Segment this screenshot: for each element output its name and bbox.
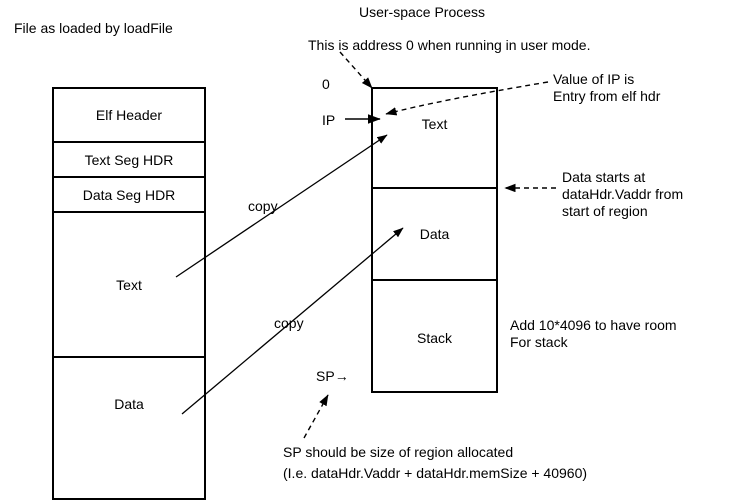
file-segment-label: Text Seg HDR xyxy=(84,151,174,168)
file-segment-label: Data xyxy=(114,396,144,412)
label-sp-register: SP→ xyxy=(316,368,349,385)
annotation-data-start-line1: Data starts at xyxy=(562,169,646,185)
process-segment-data: Data xyxy=(373,187,496,279)
annotation-ip-value-line1: Value of IP is xyxy=(553,71,635,87)
process-memory-box: Text Data Stack xyxy=(371,87,498,393)
label-address-zero: 0 xyxy=(322,76,330,92)
annotation-data-start-line2: dataHdr.Vaddr from xyxy=(562,186,684,202)
file-segment-data: Data xyxy=(54,356,204,500)
sp-text: SP xyxy=(316,368,335,384)
left-diagram-title: File as loaded by loadFile xyxy=(14,20,173,36)
edge-label-copy-text: copy xyxy=(248,198,278,214)
elf-file-box: Elf Header Text Seg HDR Data Seg HDR Tex… xyxy=(52,87,206,500)
process-segment-stack: Stack xyxy=(373,279,496,395)
file-segment-label: Data Seg HDR xyxy=(82,186,176,203)
file-segment-data-seg-hdr: Data Seg HDR xyxy=(54,176,204,211)
right-diagram-title: User-space Process xyxy=(359,4,486,20)
annotation-data-start-line3: start of region xyxy=(562,203,648,219)
file-segment-text: Text xyxy=(54,211,204,356)
process-segment-text: Text xyxy=(373,89,496,187)
annotation-ip-value-line2: Entry from elf hdr xyxy=(553,88,661,104)
file-segment-label: Elf Header xyxy=(95,107,163,123)
annotation-stack-room-line2: For stack xyxy=(510,334,568,350)
annotation-address-zero: This is address 0 when running in user m… xyxy=(308,37,591,53)
process-segment-label: Data xyxy=(419,226,450,242)
process-segment-label: Text xyxy=(421,116,448,132)
arrow-copy-text xyxy=(175,134,388,278)
sp-arrow-glyph: → xyxy=(334,368,349,384)
file-segment-label: Text xyxy=(116,276,142,293)
label-ip-register: IP xyxy=(322,112,336,128)
file-segment-text-seg-hdr: Text Seg HDR xyxy=(54,141,204,176)
annotation-sp-note-line2: (I.e. dataHdr.Vaddr + dataHdr.memSize + … xyxy=(283,465,588,481)
process-segment-label: Stack xyxy=(416,330,452,346)
leader-sp-note xyxy=(303,394,329,439)
file-segment-elf-header: Elf Header xyxy=(54,89,204,141)
annotation-stack-room-line1: Add 10*4096 to have room xyxy=(510,317,677,333)
annotation-sp-note-line1: SP should be size of region allocated xyxy=(283,444,514,460)
edge-label-copy-data: copy xyxy=(274,315,304,331)
leader-address-zero xyxy=(339,51,373,89)
